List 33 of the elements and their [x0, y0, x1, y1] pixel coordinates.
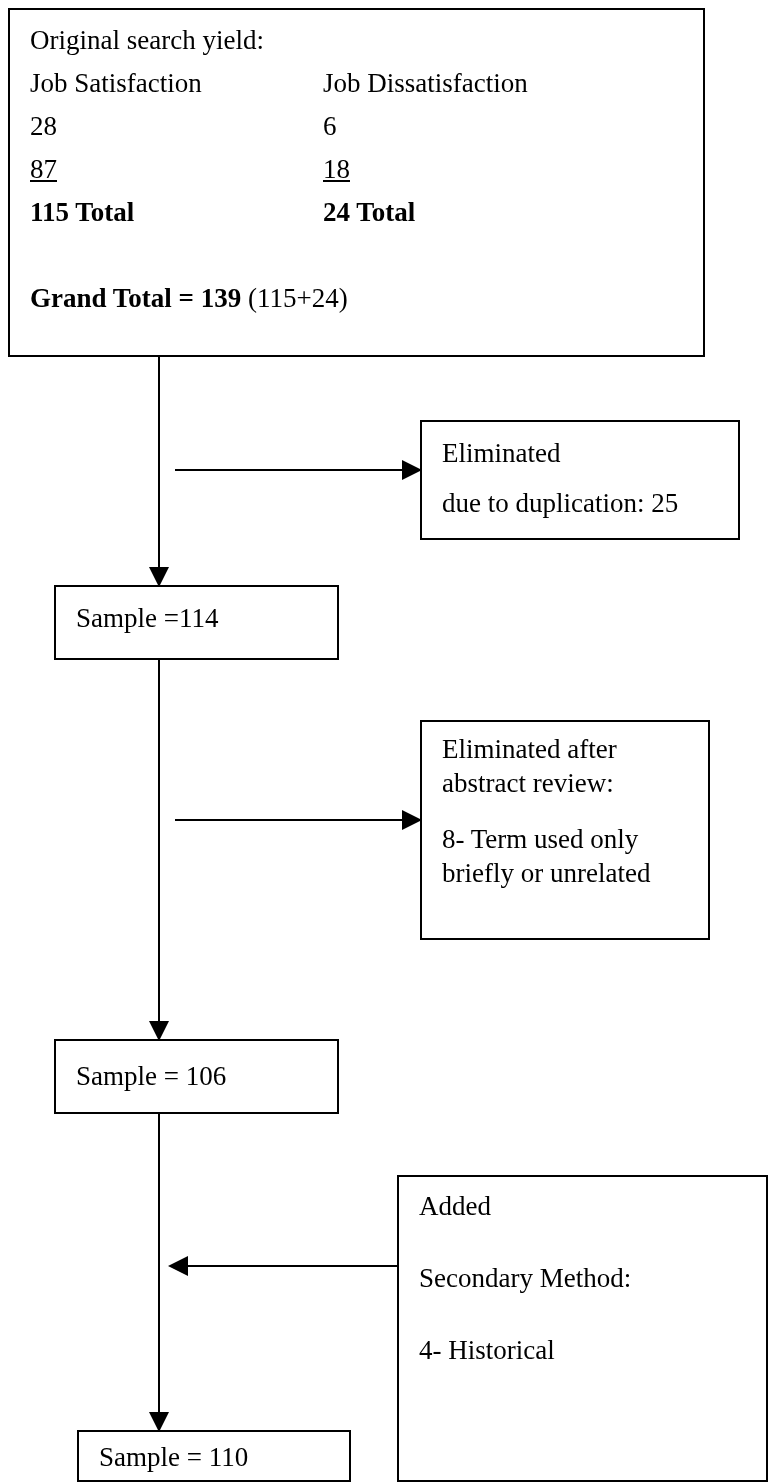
exclusion-box [420, 720, 710, 940]
addition-box [397, 1175, 768, 1482]
box-text: Added [419, 1190, 492, 1223]
box-text: due to duplication: 25 [442, 487, 680, 520]
sample-box [54, 1039, 339, 1114]
box-text: 4- Historical [419, 1334, 556, 1367]
total-text: 24 Total [323, 196, 416, 228]
sample-text: Sample = 106 [76, 1060, 228, 1093]
arrow [168, 1256, 398, 1276]
box-text: 8- Term used only briefly or unrelated [442, 823, 652, 890]
column-heading: Job Dissatisfaction [323, 67, 528, 99]
sample-text: Sample =114 [76, 602, 220, 635]
exclusion-box [420, 420, 740, 540]
search-yield-box [8, 8, 705, 357]
count-text: 6 [323, 110, 337, 142]
count-text: 18 [323, 153, 350, 185]
box-text: Eliminated [442, 437, 562, 470]
arrow [149, 659, 169, 1041]
grand-total-text: Grand Total = 139 (115+24) [30, 282, 348, 314]
arrow [149, 356, 169, 587]
total-text: 115 Total [30, 196, 135, 228]
box-text: Secondary Method: [419, 1262, 633, 1295]
arrow [174, 810, 422, 830]
heading-text: Original search yield: [30, 24, 264, 56]
count-text: 28 [30, 110, 57, 142]
sample-box [54, 585, 339, 660]
sample-box [77, 1430, 351, 1482]
arrow [174, 460, 422, 480]
sample-text: Sample = 110 [99, 1441, 250, 1474]
column-heading: Job Satisfaction [30, 67, 202, 99]
count-text: 87 [30, 153, 57, 185]
box-text: Eliminated after abstract review: [442, 733, 618, 800]
arrow [149, 1113, 169, 1432]
